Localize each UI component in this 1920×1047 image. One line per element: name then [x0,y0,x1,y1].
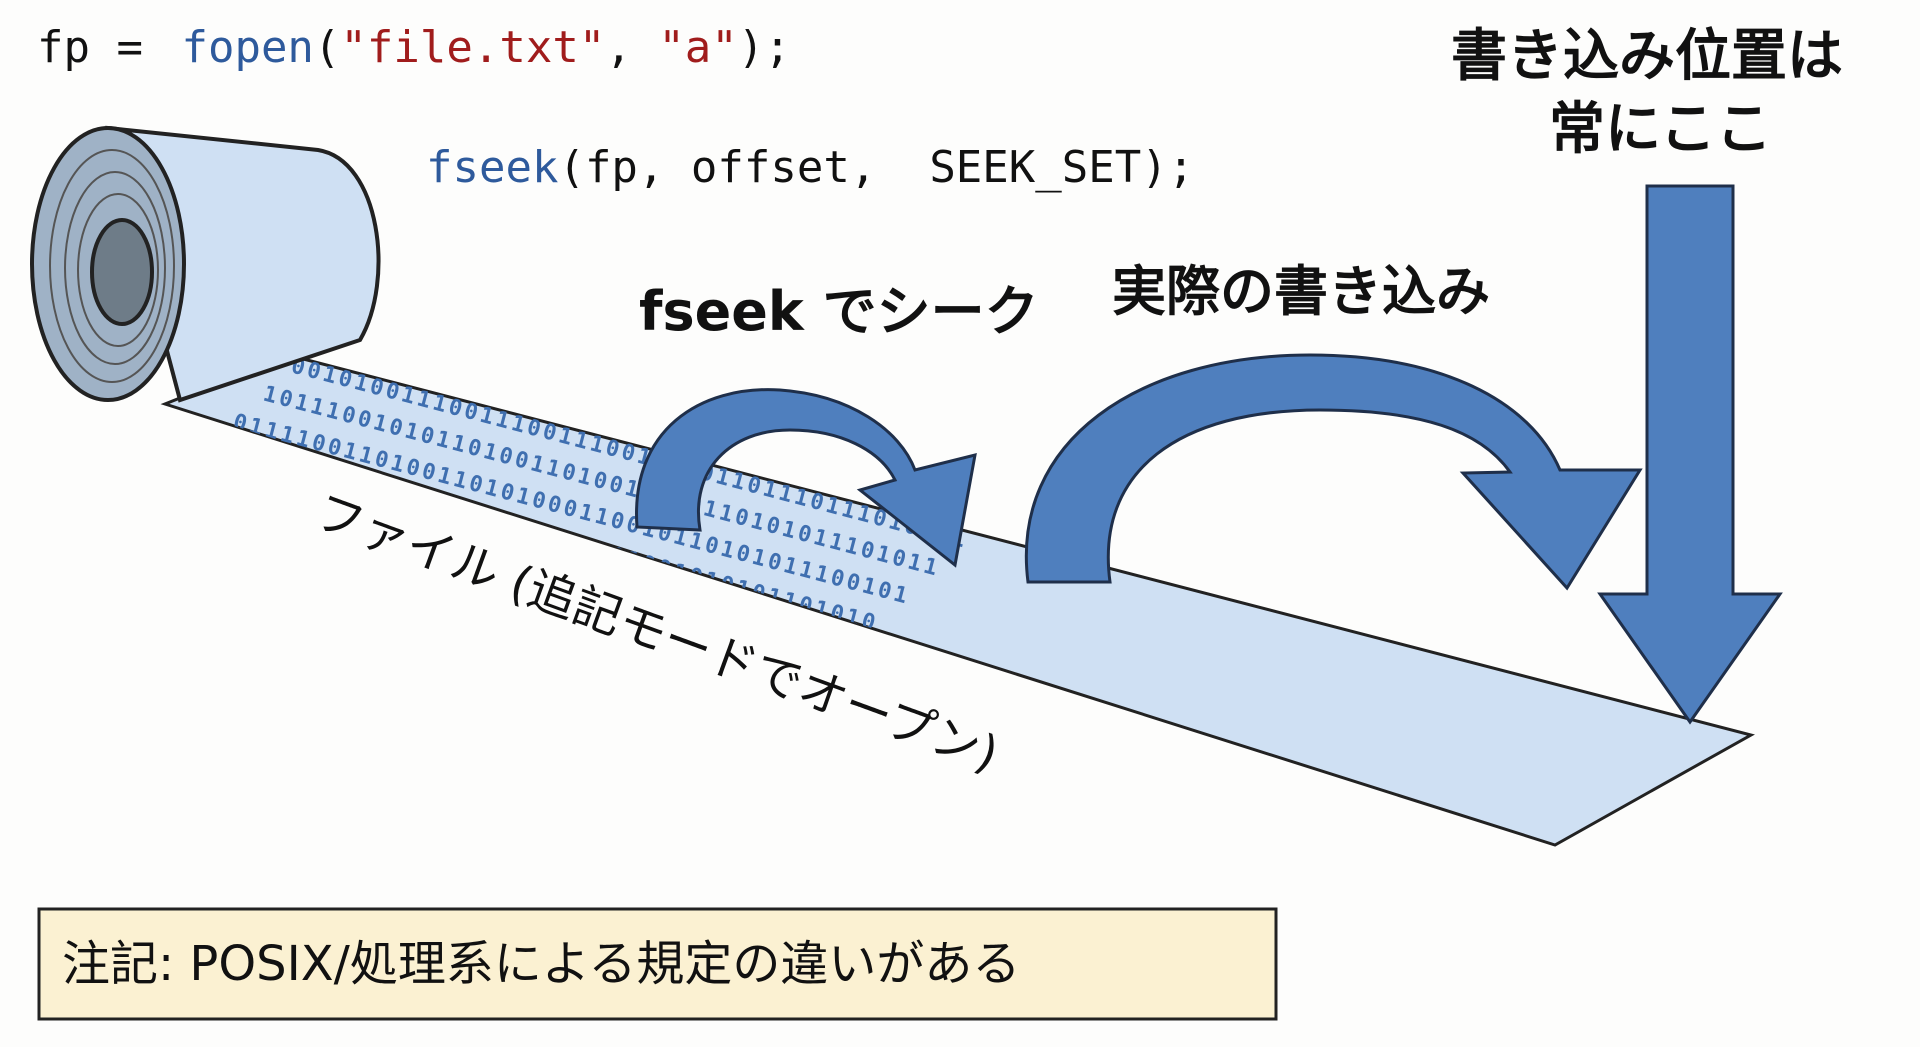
write-position-label-line1: 書き込み位置は [1451,24,1843,89]
seek-label: fseek でシーク [639,280,1039,343]
note-text: 注記: POSIX/処理系による規定の違いがある [62,936,1020,992]
code-fopen: fp = fopen("file.txt", "a"); [37,22,791,73]
write-arrow [1024,353,1643,591]
note-box: 注記: POSIX/処理系による規定の違いがある [37,907,1278,1021]
actual-write-label: 実際の書き込み [1112,260,1490,323]
tape-roll [30,125,381,403]
code-fseek: fseek(fp, offset, SEEK_SET); [426,142,1194,193]
write-position-label-line2: 常にここ [1549,97,1772,162]
down-arrow [1597,184,1783,725]
seek-arrow [635,388,977,568]
